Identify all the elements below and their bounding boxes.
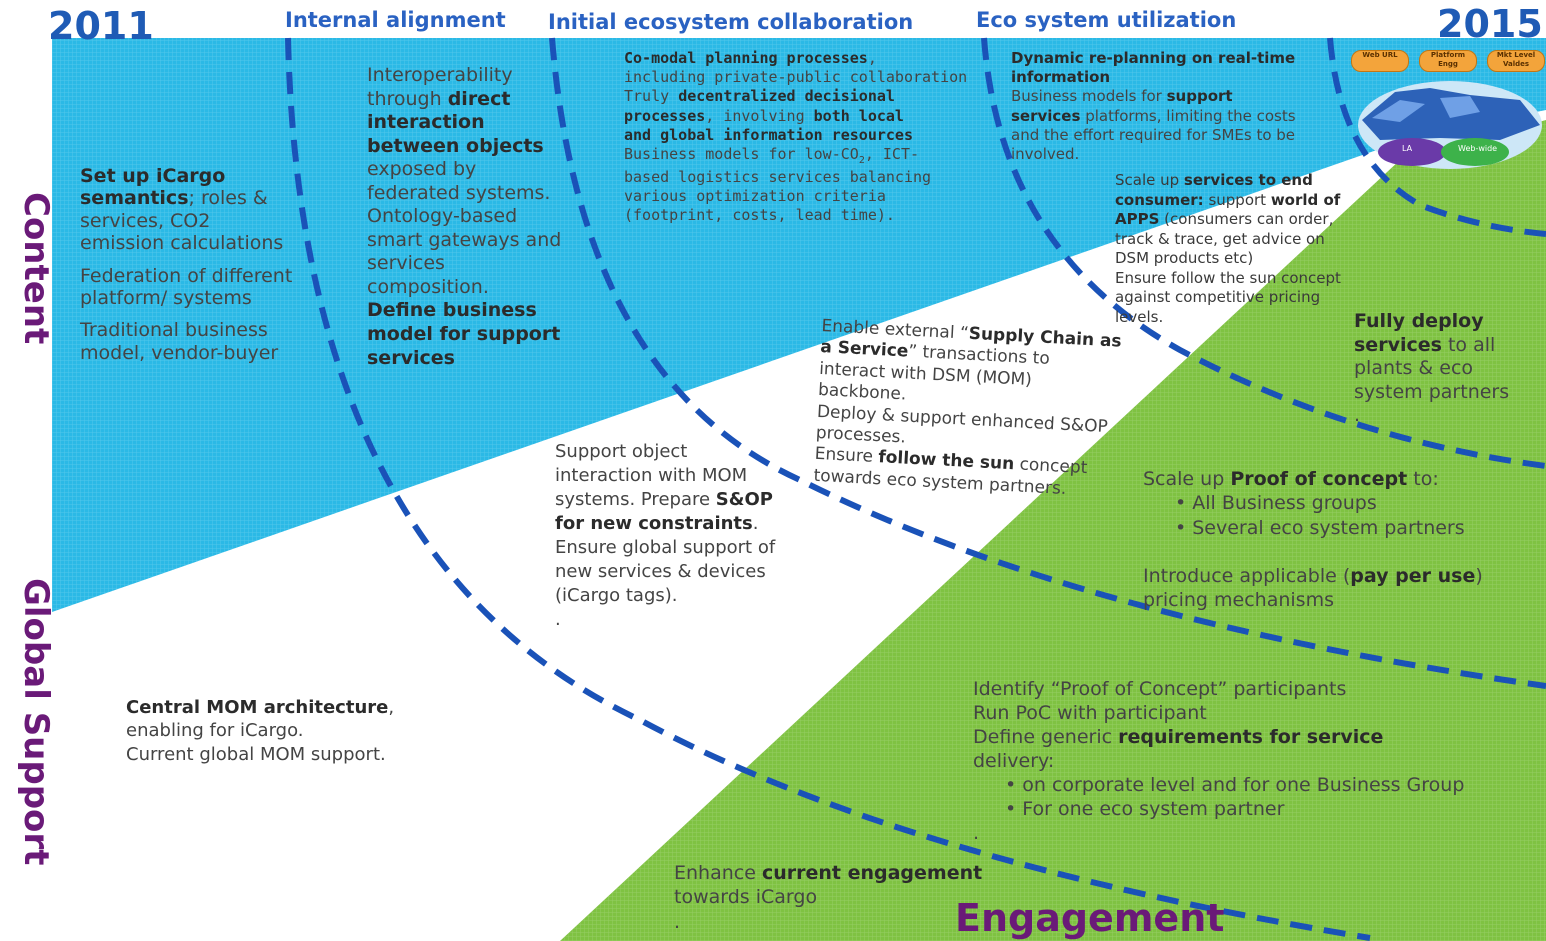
phase-initial-ecosystem-collaboration: Initial ecosystem collaboration (548, 10, 914, 34)
arc-eco-system-utilization (981, 37, 1546, 469)
engagement-block-poc: Identify “Proof of Concept” participants… (973, 678, 1533, 846)
engagement-block-scale-poc: Scale up Proof of concept to: All Busine… (1143, 467, 1543, 613)
start-year: 2011 (48, 4, 154, 48)
global-block-2011: Central MOM architecture, enabling for i… (126, 697, 395, 765)
phase-eco-system-utilization: Eco system utilization (976, 8, 1237, 32)
content-block-2011: Set up iCargo semantics; roles & service… (80, 165, 293, 364)
logo-badge-3: Mkt Level Valdes (1487, 50, 1545, 72)
global-block-internal: Support object interaction with MOM syst… (555, 441, 776, 630)
content-block-scale-up: Scale up services to end consumer: suppo… (1115, 171, 1341, 326)
axis-global-support: Global Support (16, 578, 56, 866)
logo-label-2: Web-wide (1458, 144, 1498, 153)
content-block-initial: Co-modal planning processes, including p… (624, 49, 968, 225)
arc-initial-ecosystem (549, 37, 1546, 689)
logo-badge-1: Web URL (1351, 50, 1409, 72)
arc-2015 (1327, 37, 1546, 237)
logo-badge-2: Platform Engg (1419, 50, 1477, 72)
arc-internal-alignment (285, 37, 1371, 941)
content-block-eco: Dynamic re-planning on real-time informa… (1011, 49, 1296, 163)
end-year: 2015 (1437, 2, 1543, 46)
engagement-block-eco: Fully deploy services to all plants & ec… (1354, 310, 1510, 427)
global-block-initial: Enable external “Supply Chain as a Servi… (813, 316, 1123, 499)
ecosystem-logo (1358, 81, 1542, 169)
phase-internal-alignment: Internal alignment (285, 8, 506, 32)
axis-engagement: Engagement (955, 896, 1225, 940)
content-block-internal: Interoperability through direct interact… (367, 64, 562, 369)
logo-label-1: LA (1402, 144, 1413, 153)
axis-content: Content (16, 192, 56, 345)
engagement-block-current: Enhance current engagement towards iCarg… (674, 862, 983, 933)
